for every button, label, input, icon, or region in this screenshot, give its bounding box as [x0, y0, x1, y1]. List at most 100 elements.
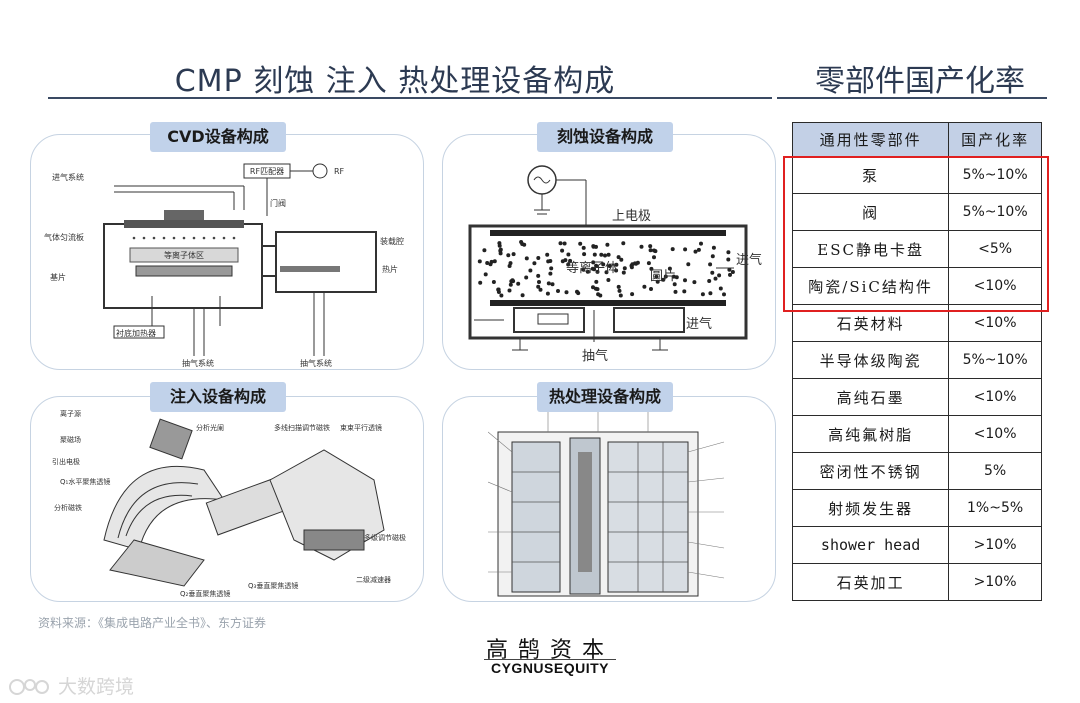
plasma-particle — [499, 293, 504, 298]
plasma-particle — [682, 289, 687, 294]
implant-label: 注入设备构成 — [150, 382, 286, 412]
plasma-particle — [549, 266, 554, 271]
rate-cell: 1%~5% — [948, 489, 1042, 527]
plasma-particle — [635, 260, 640, 265]
plasma-particle — [614, 268, 619, 273]
etch-diagram: 上电极 等离子体 圆片 进气 进气 抽气 — [468, 165, 762, 364]
section-title-equipment: CMP 刻蚀 注入 热处理设备构成 — [174, 64, 616, 99]
etch-gas-in-2: 进气 — [686, 316, 712, 332]
etch-exhaust: 抽气 — [582, 348, 608, 364]
plasma-particle — [622, 266, 627, 271]
plasma-particle — [564, 290, 569, 295]
plasma-particle — [498, 247, 503, 252]
plasma-particle — [594, 263, 599, 268]
plasma-particle — [717, 273, 722, 278]
plasma-particle — [485, 261, 490, 265]
plasma-particle — [524, 275, 529, 280]
plasma-particle — [663, 274, 668, 279]
table-row: 陶瓷/SiC结构件<10% — [791, 267, 1042, 305]
etch-wafer: 圆片 — [650, 269, 676, 284]
plasma-particle — [508, 261, 513, 266]
component-cell: 高纯氟树脂 — [791, 415, 950, 453]
plasma-particle — [604, 270, 609, 275]
component-cell: 半导体级陶瓷 — [791, 341, 950, 379]
plasma-particle — [566, 262, 571, 267]
plasma-particle — [489, 259, 494, 264]
cvd-diagram: 等离子体区 RF匹配器 RF 进气系统 门阀 气体匀流板 装载腔 基片 热片 衬… — [44, 163, 404, 368]
table-row: shower head>10% — [791, 526, 1042, 564]
component-cell: 高纯石墨 — [791, 378, 950, 416]
rate-cell: 5%~10% — [948, 341, 1042, 379]
plasma-particle — [524, 256, 529, 261]
title-divider — [48, 97, 772, 99]
plasma-particle — [546, 281, 551, 286]
plasma-particle — [556, 289, 560, 293]
plasma-particle — [560, 248, 565, 253]
plasma-particle — [550, 282, 555, 287]
component-cell: ESC静电卡盘 — [791, 230, 950, 268]
plasma-particle — [673, 289, 678, 294]
plasma-particle — [566, 252, 571, 257]
plasma-particle — [595, 269, 600, 274]
plasma-particle — [642, 284, 647, 289]
rate-cell: 5% — [948, 452, 1042, 490]
plasma-particle — [601, 262, 606, 267]
plasma-particle — [621, 270, 626, 275]
plasma-particle — [563, 258, 568, 263]
implant-ion-source: 离子源 — [60, 410, 81, 418]
plasma-particle — [536, 273, 541, 278]
plasma-particle — [506, 253, 511, 258]
plasma-particle — [639, 244, 644, 249]
plasma-particle — [711, 245, 716, 250]
plasma-particle — [674, 275, 679, 280]
cvd-rf: RF — [334, 167, 345, 176]
column-header-rate: 国产化率 — [948, 122, 1042, 157]
plasma-particle — [492, 259, 497, 264]
plasma-particle — [728, 272, 732, 277]
plasma-particle — [726, 257, 731, 262]
watermark-logo-icon — [9, 678, 49, 695]
plasma-particle — [536, 256, 541, 260]
plasma-particle — [605, 242, 610, 247]
implant-slit: 分析光阑 — [196, 423, 224, 432]
brand-name-en: CYGNUSEQUITY — [490, 660, 609, 676]
plasma-particle — [713, 276, 718, 281]
table-row: 高纯氟树脂<10% — [791, 415, 1042, 453]
plasma-particle — [730, 270, 735, 274]
plasma-particle — [598, 293, 603, 298]
plasma-particle — [708, 291, 713, 296]
component-cell: shower head — [791, 526, 950, 564]
plasma-particle — [648, 244, 653, 249]
plasma-particle — [616, 284, 621, 289]
rate-cell: <10% — [948, 415, 1042, 453]
plasma-particle — [692, 280, 697, 285]
plasma-particle — [510, 278, 515, 283]
plasma-particle — [590, 266, 595, 271]
rate-cell: >10% — [948, 526, 1042, 564]
plasma-particle — [508, 282, 513, 287]
title-divider — [777, 97, 1047, 99]
etch-label: 刻蚀设备构成 — [537, 122, 673, 152]
plasma-particle — [585, 269, 590, 274]
cvd-heater: 衬底加热器 — [116, 328, 156, 338]
cvd-gas-in: 进气系统 — [52, 172, 84, 182]
plasma-particle — [722, 292, 726, 297]
implant-q3: Q₃垂直聚焦透镜 — [248, 581, 298, 590]
plasma-particle — [482, 248, 487, 253]
plasma-particle — [575, 289, 579, 294]
plasma-particle — [693, 249, 698, 254]
plasma-particle — [649, 287, 653, 291]
plasma-particle — [617, 288, 622, 293]
cvd-substrate: 基片 — [50, 272, 66, 282]
plasma-particle — [629, 265, 634, 270]
etch-gas-in-1: 进气 — [736, 252, 762, 268]
cvd-rf-match: RF匹配器 — [250, 167, 284, 176]
implant-multi: 多级调节磁极 — [364, 533, 406, 542]
plasma-particle — [707, 279, 712, 283]
plasma-particle — [545, 252, 550, 257]
plasma-particle — [537, 280, 541, 284]
rate-cell: >10% — [948, 563, 1042, 601]
plasma-particle — [667, 266, 672, 271]
plasma-particle — [528, 268, 533, 273]
